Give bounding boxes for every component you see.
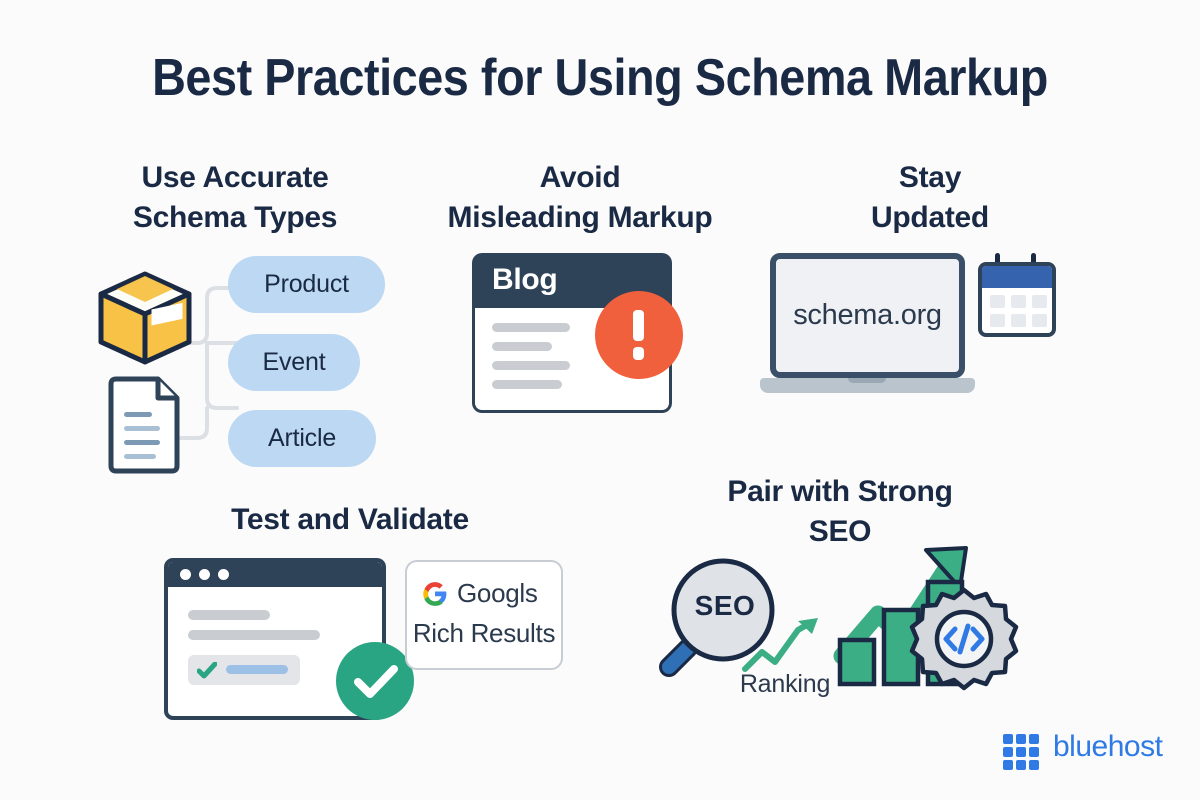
ranking-label: Ranking	[739, 670, 831, 698]
laptop-screen	[770, 253, 965, 378]
heading-line-2: SEO	[808, 514, 872, 548]
section-pair-with-strong-seo: Pair with Strong SEO SEO Ranking	[650, 472, 1030, 722]
heading-line-2: Updated	[871, 200, 989, 234]
google-badge-line-1: Googls	[422, 578, 538, 609]
logo-square	[1029, 747, 1039, 757]
blog-card-title: Blog	[492, 263, 558, 296]
gear-code-icon	[909, 587, 1019, 691]
blog-line-1	[492, 323, 570, 332]
logo-square	[1003, 734, 1013, 744]
inline-check-icon	[197, 662, 217, 679]
calendar-cell	[1011, 295, 1026, 308]
google-g-icon	[423, 581, 447, 606]
magnifier-label: SEO	[694, 590, 756, 621]
section-stay-updated: Stay Updated schema.org	[760, 158, 1100, 438]
browser-line-2	[188, 630, 320, 640]
google-badge-text-1: Googls	[457, 578, 538, 608]
logo-square	[1016, 734, 1026, 744]
heading-line-1: Test and Validate	[231, 503, 469, 536]
heading-line-2: Schema Types	[132, 200, 338, 234]
blog-line-3	[492, 361, 570, 370]
section-heading-stay-updated: Stay Updated	[780, 158, 1080, 237]
logo-square	[1016, 760, 1026, 770]
pill-event[interactable]: Event	[228, 334, 360, 391]
calendar-cell	[990, 314, 1005, 327]
google-rich-results-badge[interactable]	[405, 560, 563, 670]
package-box-icon	[98, 271, 192, 365]
alert-exclamation-icon	[595, 291, 683, 379]
section-heading-use-accurate-schema-types: Use Accurate Schema Types	[85, 158, 385, 237]
validated-result-line	[226, 665, 288, 674]
google-badge-line-2: Rich Results	[412, 618, 556, 648]
magnifier-icon	[659, 558, 775, 677]
calendar-cell	[990, 295, 1005, 308]
logo-square	[1003, 760, 1013, 770]
section-test-and-validate: Test and Validate	[150, 500, 570, 730]
browser-dot-yellow	[199, 569, 210, 580]
logo-square	[1016, 747, 1026, 757]
logo-square	[1003, 747, 1013, 757]
blog-line-2	[492, 342, 552, 351]
calendar-cell	[1032, 314, 1047, 327]
bluehost-logo[interactable]: bluehost	[1003, 730, 1163, 770]
calendar-cell	[1032, 295, 1047, 308]
heading-line-1: Avoid	[539, 161, 621, 194]
browser-line-1	[188, 610, 270, 620]
connector-lines	[161, 286, 239, 440]
exclamation-stem	[633, 310, 644, 341]
check-glyph	[354, 665, 398, 698]
trend-arrow-icon	[742, 618, 818, 672]
exclamation-dot	[633, 347, 644, 360]
calendar-header-band	[982, 266, 1052, 288]
browser-dot-red	[180, 569, 191, 580]
section-heading-pair-with-strong-seo: Pair with Strong SEO	[680, 472, 1000, 551]
green-check-icon	[336, 642, 414, 720]
logo-square	[1029, 734, 1039, 744]
laptop-screen-text: schema.org	[793, 299, 942, 331]
section-heading-avoid-misleading-markup: Avoid Misleading Markup	[420, 158, 740, 237]
calendar-body	[978, 262, 1056, 337]
bluehost-wordmark: bluehost	[1053, 730, 1163, 763]
document-icon	[108, 376, 180, 474]
section-heading-test-and-validate: Test and Validate	[150, 500, 550, 540]
bluehost-grid-icon	[1003, 734, 1041, 772]
pill-article[interactable]: Article	[228, 410, 376, 467]
laptop-icon: schema.org	[760, 253, 988, 403]
heading-line-1: Use Accurate	[141, 161, 329, 194]
calendar-cell	[1011, 314, 1026, 327]
laptop-base	[760, 378, 975, 393]
heading-line-1: Stay	[898, 161, 962, 194]
calendar-icon	[975, 253, 1061, 349]
laptop-notch	[848, 378, 886, 383]
section-avoid-misleading-markup: Avoid Misleading Markup Blog	[420, 158, 740, 448]
heading-line-1: Pair with Strong	[727, 475, 953, 508]
browser-dot-green	[218, 569, 229, 580]
section-use-accurate-schema-types: Use Accurate Schema Types	[85, 158, 385, 488]
page-title: Best Practices for Using Schema Markup	[152, 49, 1048, 107]
logo-square	[1029, 760, 1039, 770]
blog-line-4	[492, 380, 562, 389]
pill-product[interactable]: Product	[228, 256, 385, 313]
heading-line-2: Misleading Markup	[447, 200, 713, 234]
